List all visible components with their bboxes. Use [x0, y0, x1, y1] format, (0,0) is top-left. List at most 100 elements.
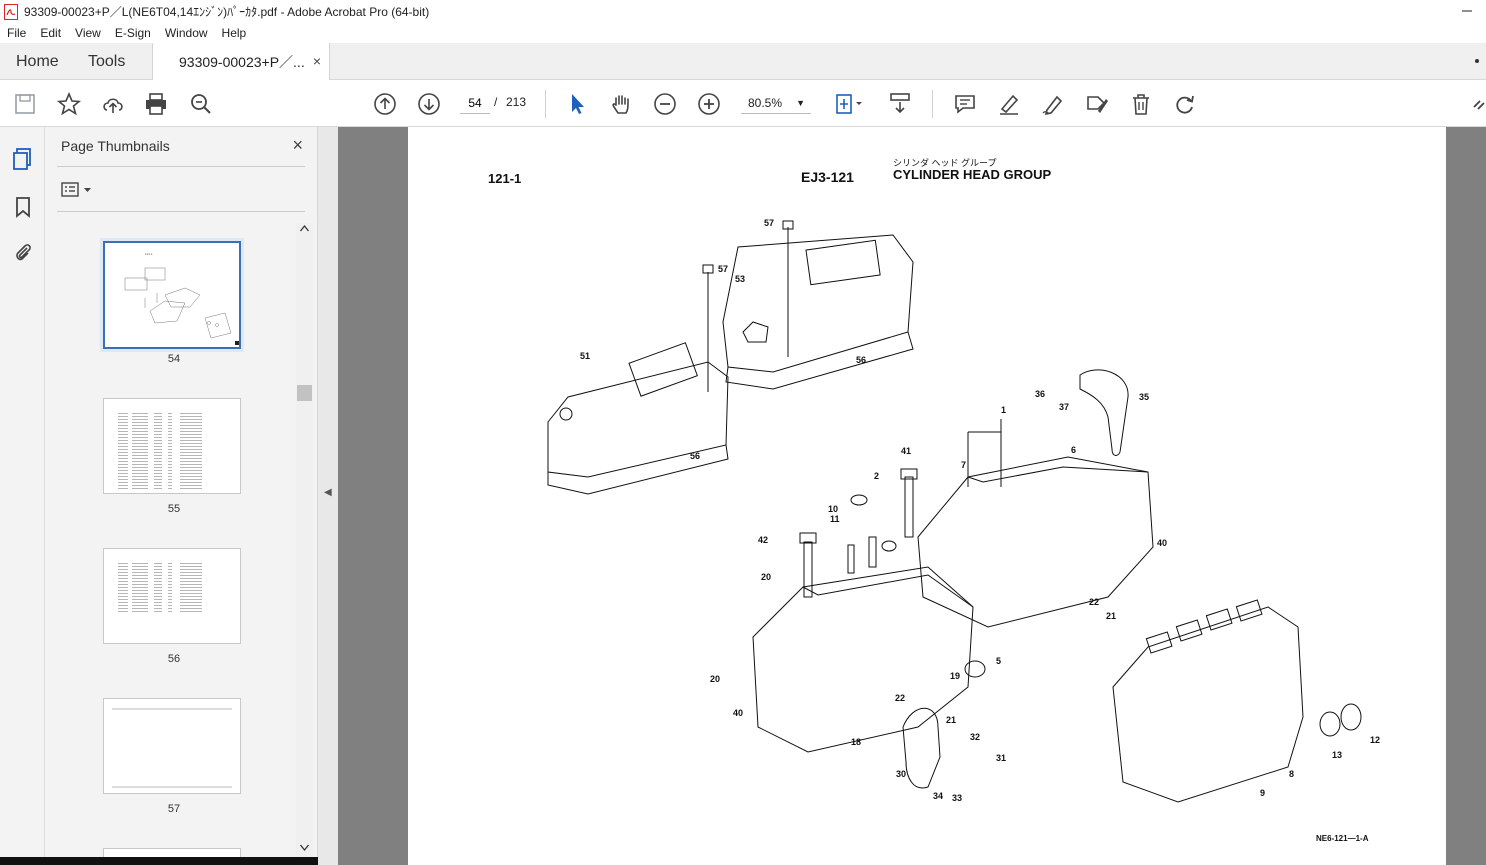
panel-divider [57, 166, 305, 167]
tab-close-icon[interactable]: × [312, 53, 321, 69]
page-total: 213 [506, 95, 527, 109]
scroll-mode-icon[interactable] [887, 91, 913, 117]
next-page-icon[interactable] [416, 91, 442, 117]
part-callout: 33 [952, 793, 962, 803]
tab-document-label: 93309-00023+P／... [179, 53, 305, 70]
thumbnail-blank-preview [104, 699, 240, 793]
comment-icon[interactable] [952, 91, 978, 117]
zoom-search-icon[interactable] [188, 91, 214, 117]
draw-sign-icon[interactable] [1040, 91, 1066, 117]
part-callout: 8 [1289, 769, 1294, 779]
part-callout: 34 [933, 791, 943, 801]
part-callout: 37 [1059, 402, 1069, 412]
part-callout: 5 [996, 656, 1001, 666]
navigation-rail [0, 127, 45, 865]
tab-home[interactable]: Home [16, 52, 59, 70]
part-callout: 21 [1106, 611, 1116, 621]
rocker-cover-front [547, 361, 729, 478]
menu-bar: File Edit View E-Sign Window Help [0, 23, 1486, 43]
part-callout: 1 [1001, 405, 1006, 415]
hand-pan-icon[interactable] [608, 91, 634, 117]
part-callout: 22 [895, 693, 905, 703]
panel-divider [57, 211, 305, 212]
upload-cloud-icon[interactable] [100, 91, 126, 117]
part-callout: 35 [1139, 392, 1149, 402]
part-callout: 32 [970, 732, 980, 742]
part-callout: 20 [710, 674, 720, 684]
part-callout: 21 [946, 715, 956, 725]
menu-edit[interactable]: Edit [40, 26, 62, 40]
thumbnail-label: 54 [167, 353, 181, 365]
more-options-icon[interactable] [1470, 53, 1484, 69]
acrobat-pdf-icon [4, 3, 18, 20]
minimize-icon[interactable] [1460, 2, 1474, 18]
part-callout: 11 [830, 514, 840, 524]
rotate-redo-icon[interactable] [1172, 91, 1198, 117]
cylinder-block [1112, 606, 1304, 803]
part-callout: 36 [1035, 389, 1045, 399]
page-thumbnails-panel: Page Thumbnails × 121-1 54 [45, 127, 318, 857]
cylinder-head-front [752, 566, 974, 753]
bookmarks-icon[interactable] [11, 195, 35, 219]
fill-sign-icon[interactable] [1084, 91, 1110, 117]
menu-window[interactable]: Window [164, 26, 208, 40]
print-icon[interactable] [143, 91, 169, 117]
collapse-arrow-icon: ◀ [324, 487, 332, 498]
part-callout: 57 [764, 218, 774, 228]
figure-code: NE6-121—1-A [1316, 834, 1369, 843]
menu-file[interactable]: File [7, 26, 27, 40]
attachments-paperclip-icon[interactable] [11, 241, 35, 265]
delete-trash-icon[interactable] [1128, 91, 1154, 117]
panel-close-icon[interactable]: × [292, 135, 303, 155]
part-callout: 53 [735, 274, 745, 284]
page-display-icon[interactable] [832, 91, 868, 117]
part-callout: 22 [1089, 597, 1099, 607]
part-callout: 40 [733, 708, 743, 718]
zoom-level-select[interactable]: 80.5%▼ [741, 92, 811, 114]
thumbnail-page-56[interactable] [103, 548, 241, 644]
previous-page-icon[interactable] [372, 91, 398, 117]
thumbnail-page-57[interactable] [103, 698, 241, 794]
menu-esign[interactable]: E-Sign [114, 26, 151, 40]
title-bar: 93309-00023+P／L(NE6T04,14ｴﾝｼﾞﾝ)ﾊﾟｰｶﾀ.pdf… [0, 0, 1486, 23]
document-page: 121-1 EJ3-121 シリンダ ヘッド グループ CYLINDER HEA… [408, 127, 1446, 865]
part-callout: 7 [961, 460, 966, 470]
tab-document[interactable]: 93309-00023+P／... × [152, 43, 330, 80]
part-callout: 56 [856, 355, 866, 365]
page-thumbnails-icon[interactable] [11, 147, 35, 171]
thumbnail-options-icon[interactable] [61, 181, 97, 199]
bookmark-star-icon[interactable] [56, 91, 82, 117]
tab-tools[interactable]: Tools [88, 52, 126, 70]
share-link-icon[interactable] [1470, 91, 1486, 117]
part-callout: 13 [1332, 750, 1342, 760]
zoom-out-icon[interactable] [652, 91, 678, 117]
menu-help[interactable]: Help [221, 26, 247, 40]
select-cursor-icon[interactable] [564, 91, 590, 117]
save-icon[interactable] [12, 91, 38, 117]
part-callout: 41 [901, 446, 911, 456]
part-callout: 18 [851, 737, 861, 747]
highlight-pen-icon[interactable] [996, 91, 1022, 117]
thumbnails-scrollbar[interactable] [296, 223, 313, 857]
thumbnail-label: 57 [167, 803, 181, 815]
thumbnail-page-54[interactable]: 121-1 [103, 241, 241, 349]
panel-collapse-handle[interactable]: ◀ [318, 127, 338, 865]
cylinder-head-rear [917, 456, 1154, 628]
zoom-in-icon[interactable] [696, 91, 722, 117]
thumbnail-page-55[interactable] [103, 398, 241, 494]
part-callout: 30 [896, 769, 906, 779]
svg-text:121-1: 121-1 [145, 252, 153, 256]
part-callout: 12 [1370, 735, 1380, 745]
toolbar-divider [932, 90, 933, 118]
part-callout: 51 [580, 351, 590, 361]
page-number-input[interactable] [460, 92, 490, 114]
thumbnail-diagram-preview: 121-1 [105, 243, 239, 347]
document-viewport[interactable]: 121-1 EJ3-121 シリンダ ヘッド グループ CYLINDER HEA… [338, 127, 1486, 865]
main-toolbar: / 213 80.5%▼ [0, 80, 1486, 127]
thumbnail-page-next[interactable] [103, 848, 241, 857]
zoom-level-value: 80.5% [748, 95, 783, 110]
page-title-japanese: シリンダ ヘッド グループ [893, 158, 997, 168]
menu-view[interactable]: View [75, 26, 101, 40]
group-code: EJ3-121 [801, 169, 854, 185]
